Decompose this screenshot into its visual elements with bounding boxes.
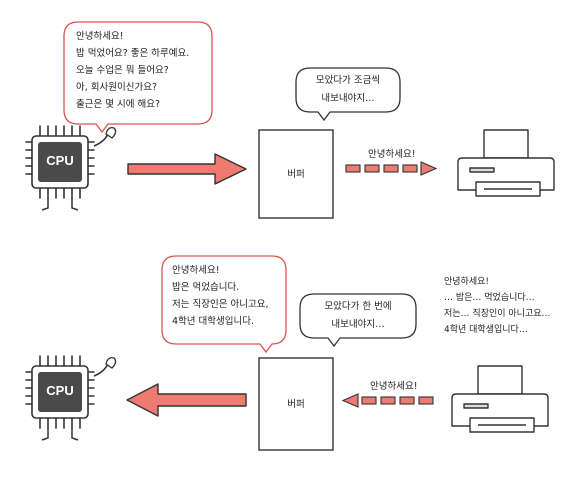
cpu-bubble-text-top: 안녕하세요! 밥 먹었어요? 좋은 하루예요. 오늘 수업은 뭐 들어요? 아,…	[76, 28, 189, 113]
printer-top	[457, 129, 555, 197]
buffer-speech-bubble-top	[295, 67, 401, 122]
cpu-chip-top	[25, 125, 117, 211]
printer-line: 안녕하세요!	[444, 277, 490, 287]
bubble-line: 안녕하세요!	[172, 265, 220, 276]
bubble-line: 밥은 먹었습니다.	[172, 282, 240, 293]
cpu-to-buffer-arrow	[127, 153, 247, 185]
buffer-speech-bubble-bottom	[299, 293, 417, 348]
bubble-line: 밥 먹었어요? 좋은 하루예요.	[76, 48, 190, 59]
printer-line: 저는… 직장인이 아니고요…	[444, 309, 551, 319]
buffer-label-bottom: 버퍼	[287, 399, 305, 410]
bubble-line: 내보내야지…	[321, 93, 375, 104]
bubble-line: 모았다가 한 번에	[324, 301, 392, 312]
bubble-line: 모았다가 조금씩	[315, 75, 381, 86]
buffer-bubble-text-bottom: 모았다가 한 번에 내보내야지…	[300, 298, 416, 334]
received-speech-bubble	[161, 255, 287, 354]
buffer-label-top: 버퍼	[287, 169, 305, 180]
printer-bottom	[451, 365, 549, 433]
bubble-line: 출근은 몇 시에 해요?	[76, 99, 161, 110]
bubble-line: 안녕하세요!	[76, 31, 124, 42]
bubble-line: 저는 직장인은 아니고요,	[172, 299, 269, 310]
buffer-bubble-text-top: 모았다가 조금씩 내보내야지…	[296, 72, 400, 108]
stream-label-top: 안녕하세요!	[368, 149, 416, 160]
received-bubble-text: 안녕하세요! 밥은 먹었습니다. 저는 직장인은 아니고요, 4학년 대학생입니…	[172, 262, 268, 330]
bubble-line: 오늘 수업은 뭐 들어요?	[76, 65, 169, 76]
bubble-line: 내보내야지…	[331, 319, 385, 330]
printer-text-bottom: 안녕하세요! … 밥은… 먹었습니다… 저는… 직장인이 아니고요… 4학년 대…	[444, 274, 551, 338]
printer-line: … 밥은… 먹었습니다…	[444, 293, 535, 303]
printer-line: 4학년 대학생입니다…	[444, 325, 528, 335]
printer-to-buffer-dashed-arrow	[341, 393, 434, 408]
cpu-speech-bubble-top	[63, 21, 213, 134]
bubble-line: 아, 회사원이신가요?	[76, 82, 158, 93]
buffer-box-top	[258, 129, 334, 219]
bubble-line: 4학년 대학생입니다.	[172, 316, 255, 327]
buffer-box-bottom	[258, 357, 334, 451]
stream-label-bottom: 안녕하세요!	[370, 381, 418, 392]
buffer-to-cpu-arrow	[126, 383, 247, 417]
buffer-to-printer-dashed-arrow	[345, 161, 438, 176]
cpu-label-top: CPU	[46, 153, 74, 168]
cpu-chip-bottom	[25, 355, 117, 441]
cpu-label-bottom: CPU	[46, 383, 74, 398]
